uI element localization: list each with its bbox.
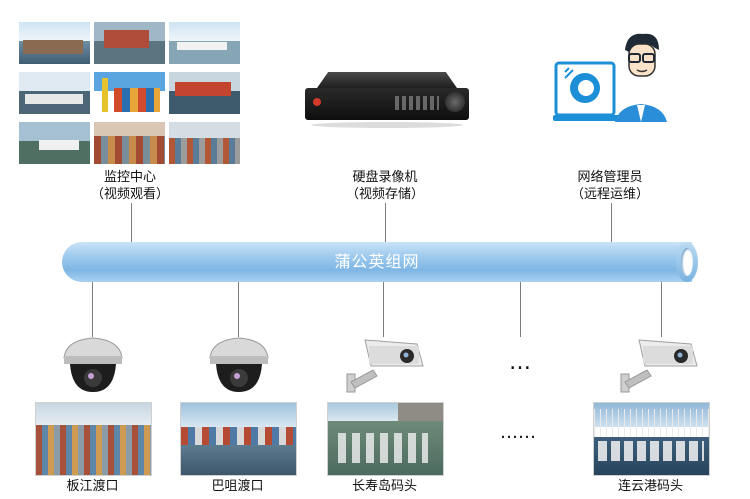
link-monitor bbox=[131, 203, 132, 243]
dvr-buttons-icon bbox=[395, 96, 439, 110]
dvr-subtitle: （视频存储） bbox=[345, 187, 424, 202]
monitor-center-label: 监控中心 （视频观看） bbox=[60, 169, 200, 203]
dvr-device bbox=[305, 72, 469, 132]
network-label: 蒲公英组网 bbox=[334, 252, 420, 271]
dvr-shadow bbox=[311, 122, 463, 128]
admin-title: 网络管理员 bbox=[577, 170, 643, 185]
photo-ellipsis: …… bbox=[500, 422, 536, 443]
camera-ellipsis: … bbox=[509, 350, 531, 375]
bullet-camera-icon bbox=[343, 330, 427, 396]
site-photo-4 bbox=[593, 402, 710, 476]
network-pipe-opening bbox=[681, 248, 693, 276]
monitor-tile bbox=[169, 22, 240, 64]
monitor-center-title: 监控中心 bbox=[103, 170, 156, 185]
monitor-tile bbox=[169, 72, 240, 114]
admin-label: 网络管理员 （远程运维） bbox=[540, 169, 680, 203]
dvr-front bbox=[305, 88, 469, 120]
laptop-icon bbox=[553, 61, 623, 121]
monitor-tile bbox=[19, 22, 90, 64]
dvr-power-icon bbox=[313, 98, 321, 106]
dvr-jog-icon bbox=[445, 92, 465, 112]
link-dvr bbox=[385, 203, 386, 243]
admin-illustration bbox=[553, 28, 673, 146]
link-site-2 bbox=[238, 282, 239, 337]
bullet-camera-icon bbox=[617, 330, 701, 396]
admin-subtitle: （远程运维） bbox=[570, 187, 649, 202]
monitor-tile bbox=[94, 122, 165, 164]
site-photo-3 bbox=[327, 402, 444, 476]
monitor-wall bbox=[19, 22, 242, 164]
monitor-tile bbox=[19, 72, 90, 114]
monitor-tile bbox=[19, 122, 90, 164]
dvr-label: 硬盘录像机 （视频存储） bbox=[315, 169, 455, 203]
dvr-top bbox=[317, 72, 457, 88]
site-label-1: 板江渡口 bbox=[66, 479, 119, 494]
link-admin bbox=[611, 203, 612, 243]
site-label-4: 连云港码头 bbox=[617, 479, 683, 494]
link-site-more bbox=[520, 282, 521, 337]
monitor-tile bbox=[169, 122, 240, 164]
dome-camera-icon bbox=[206, 332, 272, 396]
site-photo-2 bbox=[180, 402, 297, 476]
site-label-3: 长寿岛码头 bbox=[351, 479, 417, 494]
monitor-tile bbox=[94, 22, 165, 64]
site-photo-1 bbox=[35, 402, 152, 476]
network-pipe bbox=[62, 242, 692, 282]
site-label-2: 巴咀渡口 bbox=[211, 479, 264, 494]
dvr-title: 硬盘录像机 bbox=[352, 170, 418, 185]
dome-camera-icon bbox=[60, 332, 126, 396]
monitor-tile bbox=[94, 72, 165, 114]
monitor-center-subtitle: （视频观看） bbox=[90, 187, 169, 202]
link-site-4 bbox=[661, 282, 662, 337]
link-site-1 bbox=[92, 282, 93, 337]
link-site-3 bbox=[383, 282, 384, 337]
admin-person-icon bbox=[615, 33, 667, 122]
